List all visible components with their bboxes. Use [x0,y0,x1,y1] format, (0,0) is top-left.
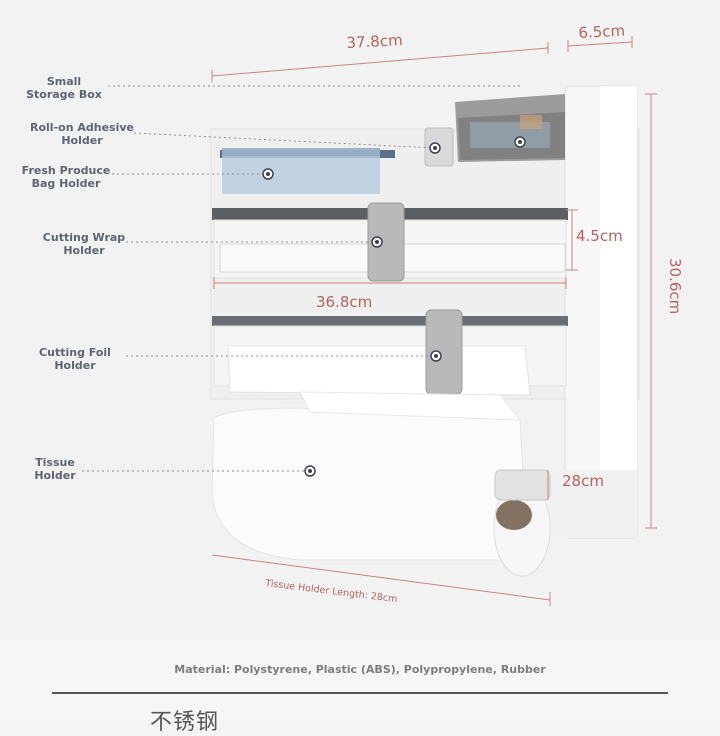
partial-footer-text: 不锈钢 [150,710,220,735]
wrap-cutter [212,202,568,282]
material-text: Material: Polystyrene, Plastic (ABS), Po… [174,663,546,676]
label-small-storage-box: Small Storage Box [24,75,104,101]
dimension-inner-width: 36.8cm [316,293,373,311]
label-cutting-wrap-holder: Cutting Wrap Holder [40,231,128,257]
label-line: Small [46,75,82,88]
foil-cutter [212,309,568,396]
label-cutting-foil-holder: Cutting Foil Holder [36,346,114,372]
label-fresh-produce-bag-holder: Fresh Produce Bag Holder [20,164,112,190]
label-line: Cutting Wrap [42,231,126,244]
storage-box [455,94,565,162]
label-line: Holder [34,469,76,482]
label-tissue-holder: Tissue Holder [28,456,82,482]
product-image: Small Storage Box Roll-on Adhesive Holde… [0,21,720,735]
label-line: Roll-on Adhesive [30,121,134,134]
footer-band [0,640,720,720]
dimension-depth: 6.5cm [578,21,626,42]
dimension-height-total: 30.6cm [666,258,684,315]
dimension-lines [211,36,657,606]
label-line: Fresh Produce [21,164,111,177]
dimension-tissue-depth: 28cm [562,472,604,490]
label-line: Holder [54,359,96,372]
label-roll-on-adhesive-holder: Roll-on Adhesive Holder [26,121,138,147]
label-line: Tissue [35,456,75,469]
callout-dots [262,136,526,477]
label-line: Holder [61,134,103,147]
dimension-width-total: 37.8cm [346,31,404,52]
divider-line [52,692,668,694]
label-line: Holder [63,244,105,257]
label-line: Storage Box [26,88,102,101]
dimension-slot-height: 4.5cm [576,227,623,245]
dispenser-illustration [82,36,657,606]
produce-bag-roll [220,148,395,194]
callout-lines [82,85,520,472]
paper-towel-roll [211,391,551,577]
label-line: Cutting Foil [39,346,111,359]
label-line: Bag Holder [31,177,101,190]
